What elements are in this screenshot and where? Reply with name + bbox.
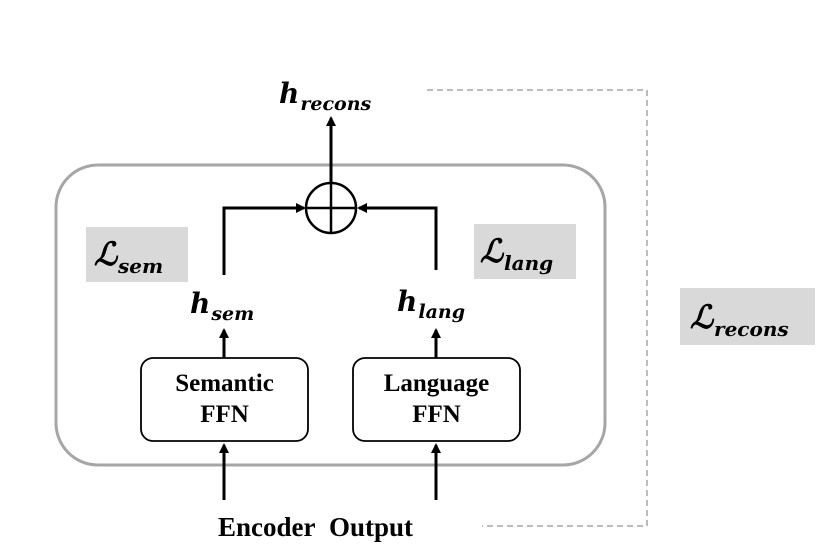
- encoder-output-label: Encoder Output: [218, 514, 413, 541]
- language-ffn-label: Language FFN: [353, 368, 520, 431]
- sem-to-sum-path: [222, 203, 306, 275]
- loss-lang-badge: [474, 224, 576, 279]
- h-sem-label: hsem: [190, 287, 255, 325]
- h-recons-label: hrecons: [279, 77, 372, 115]
- language-ffn-line2: FFN: [412, 401, 461, 429]
- semantic-ffn-label: Semantic FFN: [141, 368, 308, 431]
- loss-recons-badge: [680, 288, 815, 345]
- output-word: Output: [329, 512, 414, 542]
- sum-node-icon: [304, 181, 358, 235]
- language-ffn-line1: Language: [383, 370, 490, 397]
- recons-dashed-bracket: [427, 89, 648, 527]
- semantic-ffn-line2: FFN: [200, 401, 249, 429]
- loss-recons-label: ℒrecons: [690, 298, 789, 341]
- h-lang-label: hlang: [397, 285, 465, 323]
- loss-sem-badge: [86, 227, 188, 282]
- semantic-ffn-line1: Semantic: [175, 370, 274, 397]
- lang-to-sum-path: [357, 203, 438, 270]
- loss-lang-label: ℒlang: [480, 232, 554, 275]
- encoder-word: Encoder: [218, 512, 316, 542]
- loss-sem-label: ℒsem: [94, 235, 164, 278]
